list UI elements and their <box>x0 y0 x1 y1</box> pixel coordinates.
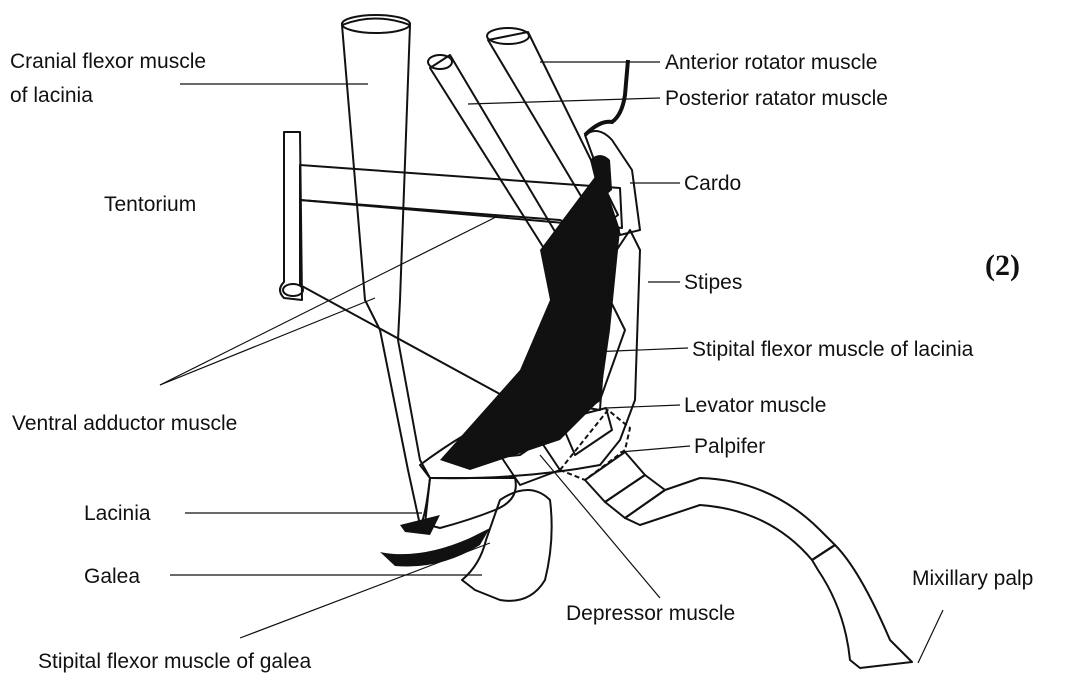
lacinia-shape <box>425 478 516 528</box>
labels: Cranial flexor muscle of lacinia Anterio… <box>10 50 1033 673</box>
leader-ventral-adductor-2 <box>160 298 375 385</box>
leader-ventral-adductor-1 <box>160 215 500 385</box>
label-cardo: Cardo <box>684 172 741 195</box>
label-mixillary-palp: Mixillary palp <box>912 567 1033 590</box>
figure-number: (2) <box>985 249 1020 282</box>
label-ventral-adductor: Ventral adductor muscle <box>12 412 237 435</box>
label-cranial-flexor-line2: of lacinia <box>10 84 93 107</box>
leader-mixillary-palp <box>918 610 943 663</box>
maxillary-palp-shape <box>585 452 912 668</box>
leader-palpifer <box>620 446 690 452</box>
label-stipital-flexor-lacinia: Stipital flexor muscle of lacinia <box>692 338 974 361</box>
label-stipes: Stipes <box>684 271 742 294</box>
label-depressor: Depressor muscle <box>566 602 735 625</box>
lacinia-dark-tip <box>400 515 440 535</box>
label-anterior-rotator: Anterior rotator muscle <box>665 51 877 74</box>
tentorium-shape <box>280 132 302 300</box>
label-stipital-flexor-galea: Stipital flexor muscle of galea <box>38 650 311 673</box>
label-lacinia: Lacinia <box>84 502 151 525</box>
label-cranial-flexor-line1: Cranial flexor muscle <box>10 50 206 73</box>
label-levator: Levator muscle <box>684 394 826 417</box>
label-galea: Galea <box>84 565 140 588</box>
label-tentorium: Tentorium <box>104 193 196 216</box>
leader-stipital-flexor-galea <box>240 543 490 638</box>
label-palpifer: Palpifer <box>694 435 765 458</box>
leader-levator <box>606 405 680 408</box>
label-posterior-rotator: Posterior ratator muscle <box>665 87 888 110</box>
tendon-line <box>585 60 628 135</box>
galea-dark-tip <box>380 528 490 567</box>
